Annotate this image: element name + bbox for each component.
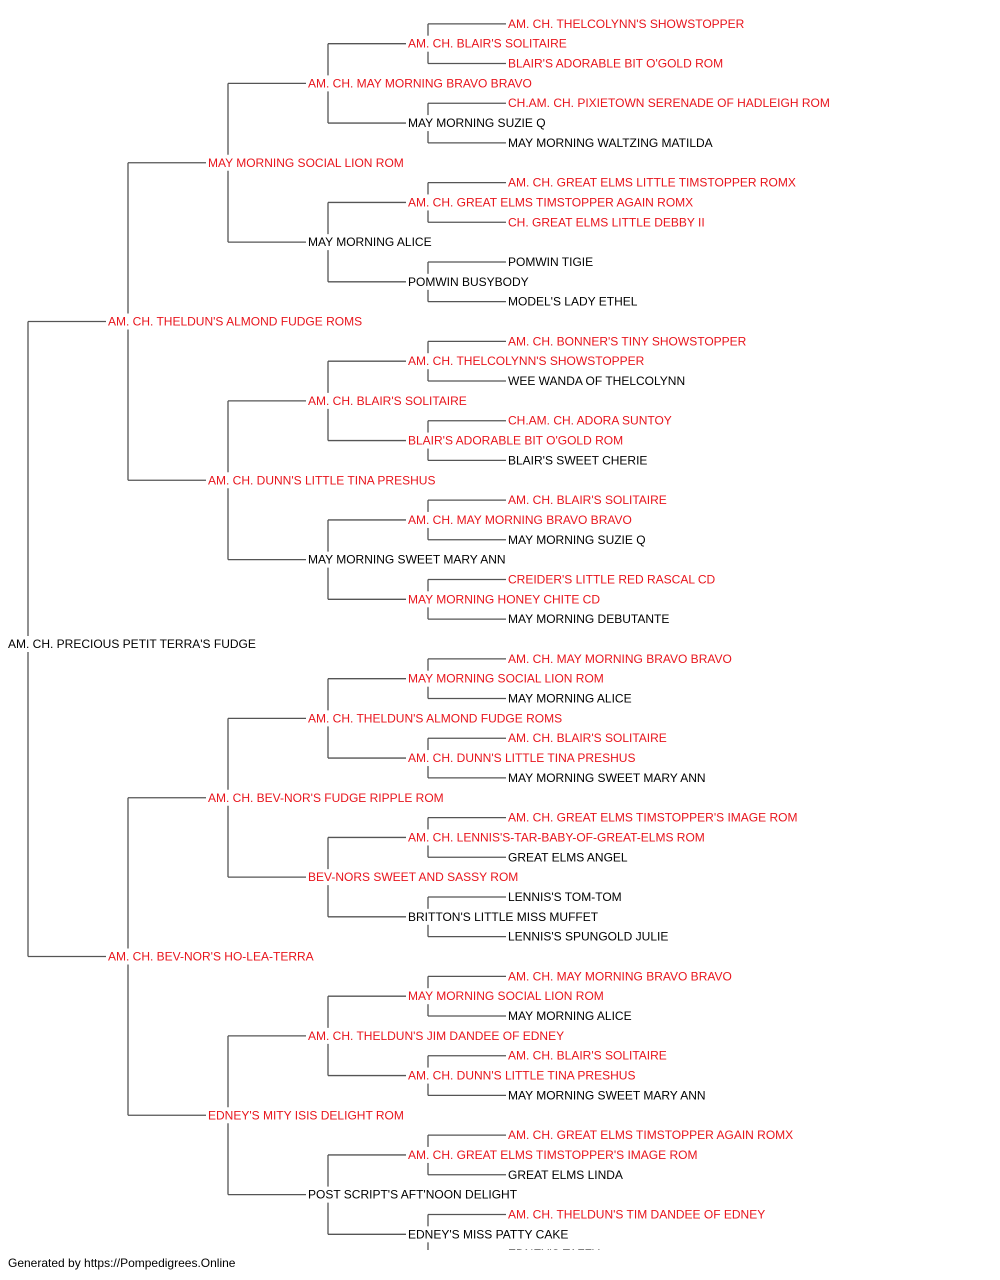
pedigree-name-gen4: AM. CH. BLAIR'S SOLITAIRE (408, 37, 567, 51)
pedigree-name-gen5: CH. GREAT ELMS LITTLE DEBBY II (508, 215, 705, 229)
pedigree-name-gen1: AM. CH. THELDUN'S ALMOND FUDGE ROMS (108, 315, 362, 329)
footer-credit: Generated by https://Pompedigrees.Online (8, 1256, 236, 1270)
pedigree-name-gen2: AM. CH. DUNN'S LITTLE TINA PRESHUS (208, 473, 435, 487)
pedigree-name-gen1: AM. CH. BEV-NOR'S HO-LEA-TERRA (108, 950, 314, 964)
pedigree-name-gen3: AM. CH. THELDUN'S JIM DANDEE OF EDNEY (308, 1029, 564, 1043)
pedigree-name-gen4: AM. CH. LENNIS'S-TAR-BABY-OF-GREAT-ELMS … (408, 830, 705, 844)
pedigree-name-gen0: AM. CH. PRECIOUS PETIT TERRA'S FUDGE (8, 637, 256, 651)
pedigree-name-gen5: CH.AM. CH. PIXIETOWN SERENADE OF HADLEIG… (508, 96, 830, 110)
pedigree-name-gen4: POMWIN BUSYBODY (408, 275, 529, 289)
pedigree-name-gen4: MAY MORNING HONEY CHITE CD (408, 592, 600, 606)
pedigree-name-gen4: BRITTON'S LITTLE MISS MUFFET (408, 910, 599, 924)
pedigree-name-gen5: AM. CH. MAY MORNING BRAVO BRAVO (508, 969, 732, 983)
pedigree-name-gen3: AM. CH. MAY MORNING BRAVO BRAVO (308, 76, 532, 90)
pedigree-name-gen5: MODEL'S LADY ETHEL (508, 295, 638, 309)
pedigree-name-gen5: MAY MORNING WALTZING MATILDA (508, 136, 713, 150)
pedigree-name-gen4: AM. CH. GREAT ELMS TIMSTOPPER'S IMAGE RO… (408, 1148, 697, 1162)
pedigree-name-gen4: MAY MORNING SOCIAL LION ROM (408, 989, 604, 1003)
pedigree-name-gen5: AM. CH. BLAIR'S SOLITAIRE (508, 731, 667, 745)
pedigree-name-gen5: WEE WANDA OF THELCOLYNN (508, 374, 685, 388)
pedigree-name-gen5: CREIDER'S LITTLE RED RASCAL CD (508, 572, 716, 586)
pedigree-name-gen5: MAY MORNING DEBUTANTE (508, 612, 669, 626)
pedigree-name-gen2: AM. CH. BEV-NOR'S FUDGE RIPPLE ROM (208, 791, 444, 805)
pedigree-name-gen5: GREAT ELMS ANGEL (508, 850, 628, 864)
pedigree-name-gen2: MAY MORNING SOCIAL LION ROM (208, 156, 404, 170)
pedigree-name-gen4: AM. CH. MAY MORNING BRAVO BRAVO (408, 513, 632, 527)
pedigree-name-gen3: MAY MORNING SWEET MARY ANN (308, 553, 506, 567)
pedigree-name-gen4: BLAIR'S ADORABLE BIT O'GOLD ROM (408, 434, 623, 448)
pedigree-name-gen5: MAY MORNING ALICE (508, 1009, 632, 1023)
pedigree-name-gen2: EDNEY'S MITY ISIS DELIGHT ROM (208, 1108, 404, 1122)
pedigree-tree: AM. CH. THELCOLYNN'S SHOWSTOPPER BLAIR'S … (8, 17, 830, 1250)
pedigree-name-gen5: AM. CH. THELCOLYNN'S SHOWSTOPPER (508, 17, 745, 31)
pedigree-name-gen5: AM. CH. GREAT ELMS TIMSTOPPER'S IMAGE RO… (508, 811, 797, 825)
pedigree-name-gen5: EDNEY'S TAFFY (508, 1247, 600, 1250)
pedigree-name-gen5: AM. CH. BONNER'S TINY SHOWSTOPPER (508, 334, 747, 348)
pedigree-name-gen4: AM. CH. DUNN'S LITTLE TINA PRESHUS (408, 1069, 635, 1083)
pedigree-name-gen5: MAY MORNING SUZIE Q (508, 533, 646, 547)
pedigree-name-gen5: LENNIS'S SPUNGOLD JULIE (508, 930, 668, 944)
pedigree-name-gen5: MAY MORNING SWEET MARY ANN (508, 771, 706, 785)
pedigree-name-gen5: AM. CH. GREAT ELMS TIMSTOPPER AGAIN ROMX (508, 1128, 793, 1142)
pedigree-name-gen4: MAY MORNING SUZIE Q (408, 116, 546, 130)
pedigree-name-gen5: LENNIS'S TOM-TOM (508, 890, 622, 904)
pedigree-name-gen3: AM. CH. THELDUN'S ALMOND FUDGE ROMS (308, 711, 562, 725)
pedigree-name-gen4: AM. CH. GREAT ELMS TIMSTOPPER AGAIN ROMX (408, 195, 693, 209)
pedigree-name-gen5: AM. CH. BLAIR'S SOLITAIRE (508, 1049, 667, 1063)
pedigree-name-gen5: BLAIR'S SWEET CHERIE (508, 453, 647, 467)
pedigree-name-gen4: EDNEY'S MISS PATTY CAKE (408, 1227, 568, 1241)
pedigree-name-gen5: POMWIN TIGIE (508, 255, 593, 269)
pedigree-name-gen5: AM. CH. THELDUN'S TIM DANDEE OF EDNEY (508, 1207, 765, 1221)
pedigree-name-gen3: POST SCRIPT'S AFT'NOON DELIGHT (308, 1188, 518, 1202)
pedigree-name-gen5: MAY MORNING SWEET MARY ANN (508, 1088, 706, 1102)
pedigree-name-gen3: BEV-NORS SWEET AND SASSY ROM (308, 870, 518, 884)
pedigree-name-gen3: AM. CH. BLAIR'S SOLITAIRE (308, 394, 467, 408)
pedigree-name-gen4: AM. CH. DUNN'S LITTLE TINA PRESHUS (408, 751, 635, 765)
pedigree-name-gen4: MAY MORNING SOCIAL LION ROM (408, 672, 604, 686)
pedigree-name-gen5: MAY MORNING ALICE (508, 692, 632, 706)
pedigree-name-gen5: CH.AM. CH. ADORA SUNTOY (508, 414, 672, 428)
pedigree-name-gen5: AM. CH. BLAIR'S SOLITAIRE (508, 493, 667, 507)
pedigree-name-gen5: GREAT ELMS LINDA (508, 1168, 623, 1182)
pedigree-name-gen5: BLAIR'S ADORABLE BIT O'GOLD ROM (508, 57, 723, 71)
pedigree-name-gen4: AM. CH. THELCOLYNN'S SHOWSTOPPER (408, 354, 645, 368)
pedigree-name-gen3: MAY MORNING ALICE (308, 235, 432, 249)
pedigree-name-gen5: AM. CH. GREAT ELMS LITTLE TIMSTOPPER ROM… (508, 176, 796, 190)
pedigree-name-gen5: AM. CH. MAY MORNING BRAVO BRAVO (508, 652, 732, 666)
